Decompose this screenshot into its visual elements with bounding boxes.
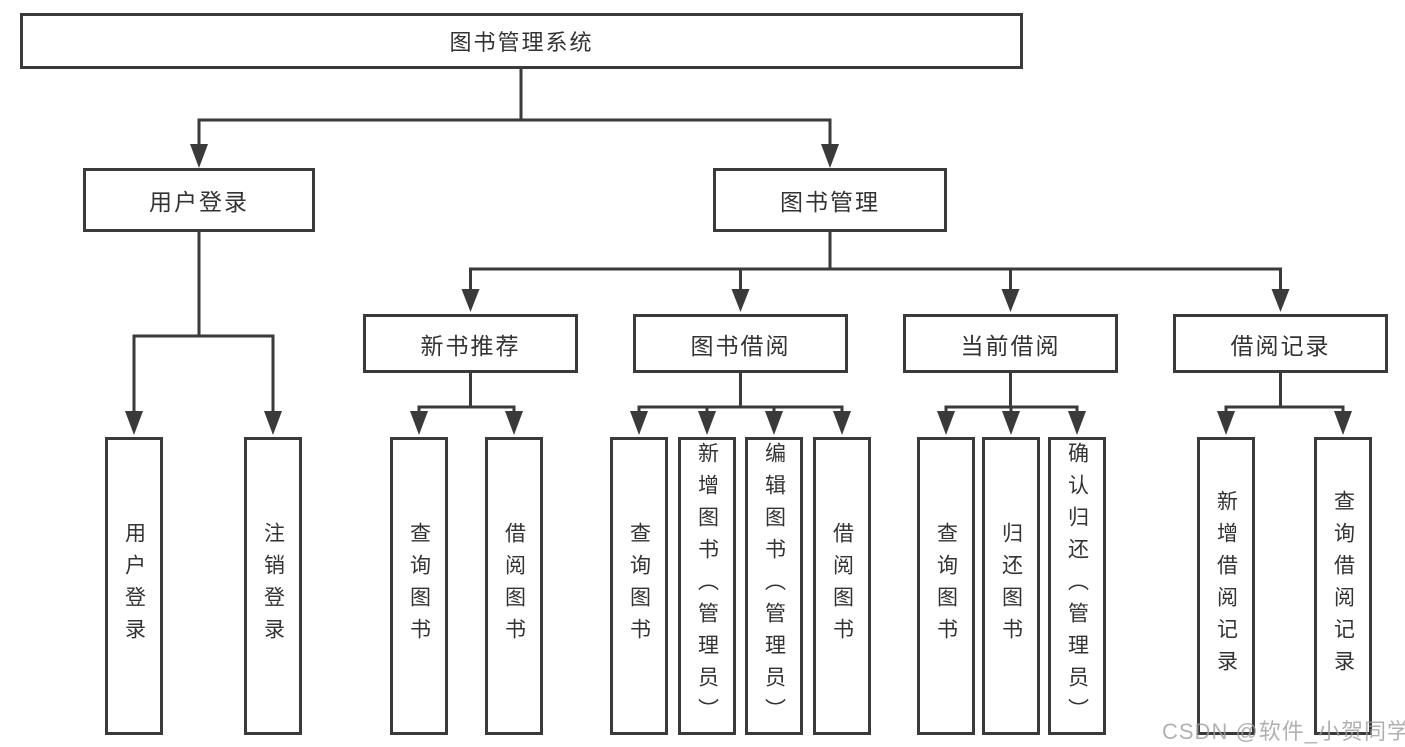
node-label: 借阅图书 (830, 522, 854, 650)
leaf-current-query-books: 查询图书 (917, 437, 975, 735)
connector-root-to-level2 (190, 69, 839, 168)
node-label: 借阅图书 (502, 522, 526, 650)
node-label: 用户登录 (122, 522, 146, 650)
leaf-borrow-query-books: 查询图书 (610, 437, 668, 735)
leaf-user-login: 用户登录 (105, 437, 163, 735)
node-book-management: 图书管理 (713, 168, 947, 232)
leaf-borrow-add-books-admin: 新增图书（管理员） (678, 437, 736, 735)
connector-new-book-branch (410, 373, 523, 435)
csdn-watermark: CSDN @软件_小贺同学 (1162, 719, 1405, 744)
connector-user-login-branch (125, 232, 282, 435)
connector-current-borrow-branch (937, 373, 1086, 435)
node-label: 查询图书 (627, 522, 651, 650)
node-label: 当前借阅 (960, 332, 1061, 359)
node-label: 图书借阅 (690, 332, 791, 359)
node-label: 新书推荐 (420, 332, 521, 359)
node-new-book-recommend: 新书推荐 (363, 314, 578, 373)
node-label: 新增借阅记录 (1214, 490, 1238, 682)
node-book-borrow: 图书借阅 (633, 314, 848, 373)
node-label: 新增图书（管理员） (695, 442, 719, 730)
node-label: 查询图书 (934, 522, 958, 650)
node-current-borrow: 当前借阅 (903, 314, 1118, 373)
node-label: 查询借阅记录 (1331, 490, 1355, 682)
node-label: 图书管理系统 (449, 30, 594, 55)
node-borrow-records: 借阅记录 (1173, 314, 1388, 373)
leaf-records-query-record: 查询借阅记录 (1314, 437, 1372, 735)
connector-borrow-records-branch (1217, 373, 1352, 435)
connector-book-management-to-level3 (461, 232, 1290, 312)
leaf-borrow-edit-books-admin: 编辑图书（管理员） (745, 437, 803, 735)
leaf-newbook-query-books: 查询图书 (390, 437, 448, 735)
node-label: 编辑图书（管理员） (762, 442, 786, 730)
connector-book-borrow-branch (630, 373, 851, 435)
node-system-root: 图书管理系统 (20, 13, 1023, 69)
node-user-login: 用户登录 (83, 168, 315, 232)
leaf-records-add-record: 新增借阅记录 (1197, 437, 1255, 735)
node-label: 图书管理 (780, 189, 880, 215)
leaf-logout: 注销登录 (244, 437, 302, 735)
node-label: 借阅记录 (1230, 332, 1331, 359)
node-label: 确认归还（管理员） (1065, 442, 1089, 730)
leaf-newbook-borrow-books: 借阅图书 (485, 437, 543, 735)
leaf-borrow-borrow-books: 借阅图书 (813, 437, 871, 735)
node-label: 注销登录 (261, 522, 285, 650)
leaf-current-confirm-return-admin: 确认归还（管理员） (1048, 437, 1106, 735)
node-label: 归还图书 (999, 522, 1023, 650)
node-label: 查询图书 (407, 522, 431, 650)
leaf-current-return-books: 归还图书 (982, 437, 1040, 735)
node-label: 用户登录 (149, 189, 249, 215)
